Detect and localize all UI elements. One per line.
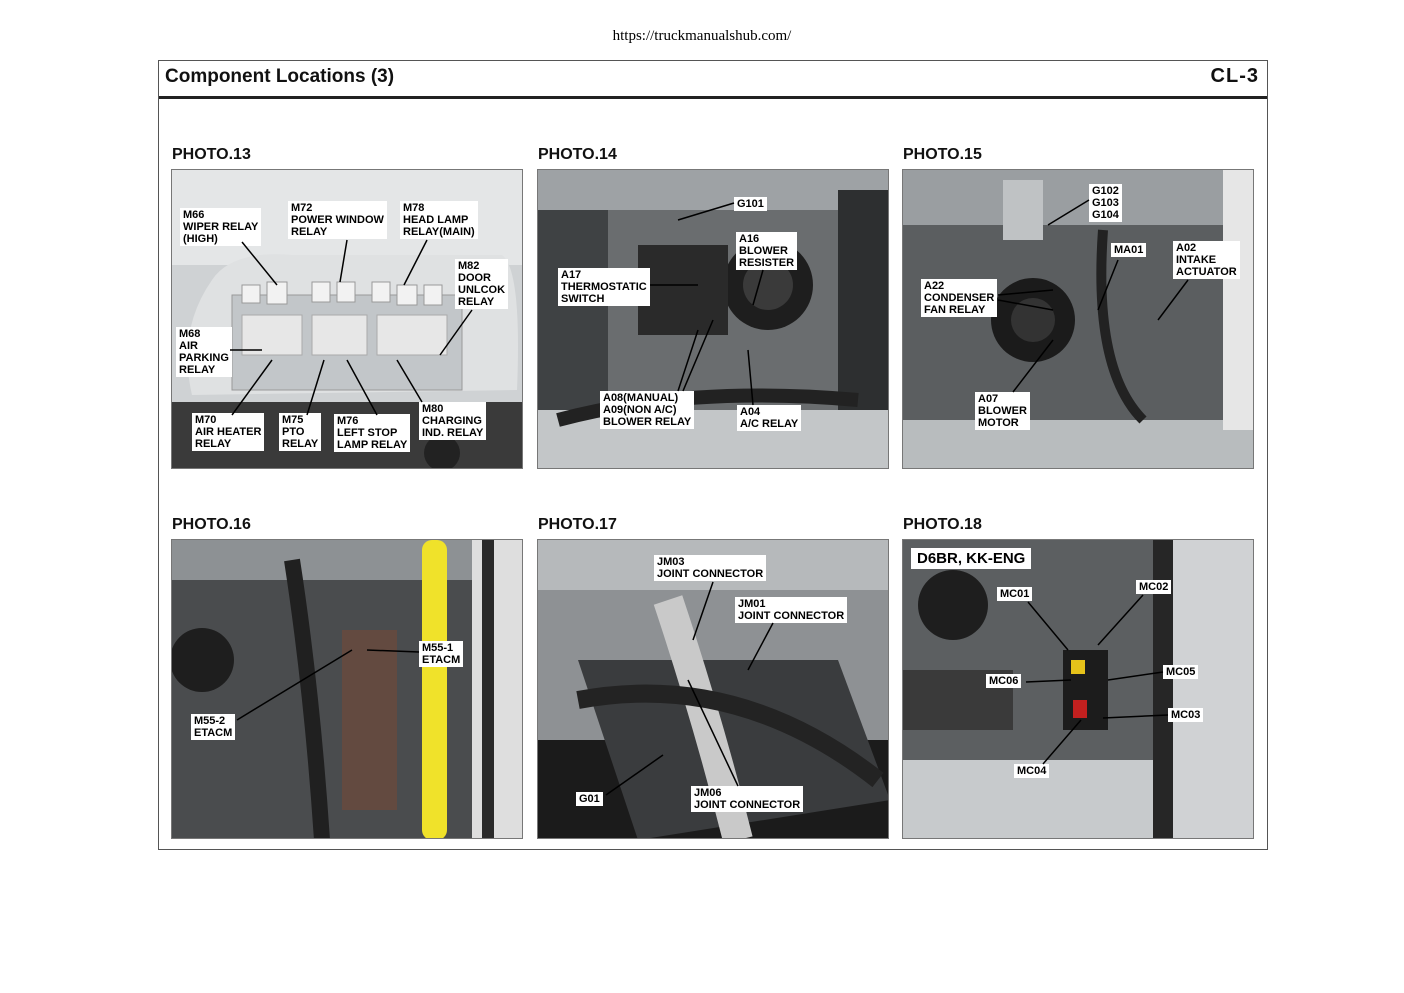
tag-a07: A07 BLOWER MOTOR [975,392,1030,430]
photo-17-label: PHOTO.17 [538,516,617,533]
tag-mc06: MC06 [986,674,1022,688]
tag-a04: A04 A/C RELAY [737,405,802,431]
heater-unit-illustration [903,170,1253,468]
cab-pillar-illustration [172,540,522,838]
tag-m68: M68 AIR PARKING RELAY [176,327,232,377]
tag-g01: G01 [576,792,603,806]
tag-a02: A02 INTAKE ACTUATOR [1173,241,1240,279]
tag-m78: M78 HEAD LAMP RELAY(MAIN) [400,201,478,239]
tag-mc05: MC05 [1163,665,1199,679]
tag-m55-1: M55-1 ETACM [419,641,464,667]
page-title: Component Locations (3) [165,66,395,87]
photo-18-engine-title: D6BR, KK-ENG [911,548,1032,569]
tag-m76: M76 LEFT STOP LAMP RELAY [334,414,411,452]
tag-m70: M70 AIR HEATER RELAY [192,413,265,451]
photo-14-label: PHOTO.14 [538,146,617,163]
photo-13-image: M66 WIPER RELAY (HIGH) M72 POWER WINDOW … [171,169,523,469]
tag-m72: M72 POWER WINDOW RELAY [288,201,387,239]
tag-g101: G101 [734,197,767,211]
photo-13-label: PHOTO.13 [172,146,251,163]
page-header: Component Locations (3) CL-3 [159,61,1267,99]
tag-m75: M75 PTO RELAY [279,413,322,451]
tag-m80: M80 CHARGING IND. RELAY [419,402,487,440]
tag-jm03: JM03 JOINT CONNECTOR [654,555,767,581]
photo-18-image: D6BR, KK-ENG MC01 MC02 MC06 MC05 MC03 MC… [902,539,1254,839]
tag-mc03: MC03 [1168,708,1204,722]
source-url[interactable]: https://truckmanualshub.com/ [612,28,792,44]
page-frame: Component Locations (3) CL-3 [158,60,1268,850]
photo-15-label: PHOTO.15 [903,146,982,163]
tag-m66: M66 WIPER RELAY (HIGH) [180,208,262,246]
tag-jm06: JM06 JOINT CONNECTOR [691,786,804,812]
tag-a17: A17 THERMOSTATIC SWITCH [558,268,650,306]
dashboard-hvac-illustration [538,170,888,468]
tag-mc01: MC01 [997,587,1033,601]
tag-mc02: MC02 [1136,580,1172,594]
photo-18-label: PHOTO.18 [903,516,982,533]
photo-16-image: M55-1 ETACM M55-2 ETACM [171,539,523,839]
tag-m82: M82 DOOR UNLCOK RELAY [455,259,509,309]
tag-ma01: MA01 [1111,243,1147,257]
photo-15-image: G102 G103 G104 MA01 A02 INTAKE ACTUATOR … [902,169,1254,469]
tag-a22: A22 CONDENSER FAN RELAY [921,279,998,317]
tag-mc04: MC04 [1014,764,1050,778]
tag-g102-g104: G102 G103 G104 [1089,184,1122,222]
photo-17-image: JM03 JOINT CONNECTOR JM01 JOINT CONNECTO… [537,539,889,839]
photo-14-image: G101 A16 BLOWER RESISTER A17 THERMOSTATI… [537,169,889,469]
engine-connector-illustration [903,540,1253,838]
tag-a08-a09: A08(MANUAL) A09(NON A/C) BLOWER RELAY [600,391,695,429]
page-code: CL-3 [1210,65,1259,87]
photo-16-label: PHOTO.16 [172,516,251,533]
tag-a16: A16 BLOWER RESISTER [736,232,798,270]
tag-jm01: JM01 JOINT CONNECTOR [735,597,848,623]
tag-m55-2: M55-2 ETACM [191,714,236,740]
